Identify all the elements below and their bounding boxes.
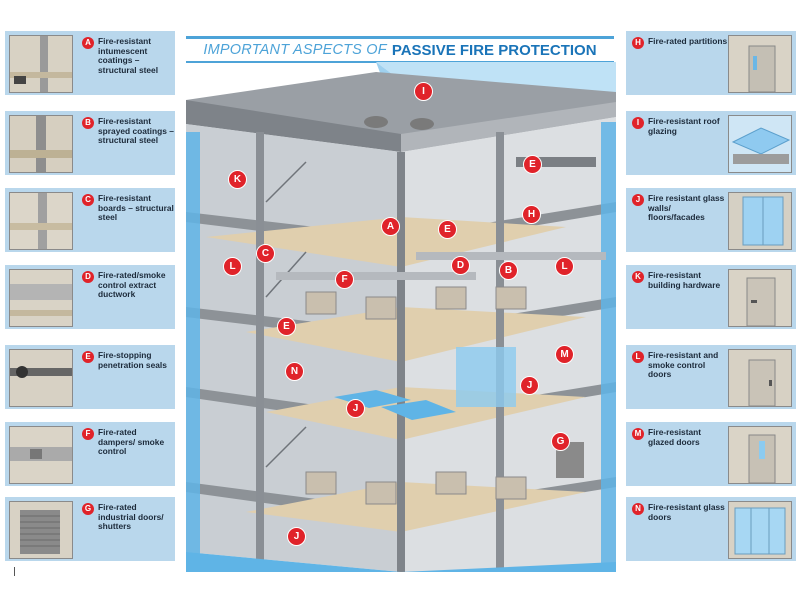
legend-badge-a: A [82,37,94,49]
legend-badge-l: L [632,351,644,363]
legend-card-a: A Fire-resistant intumescent coatings – … [5,31,175,95]
legend-text-e: Fire-stopping penetration seals [98,350,167,370]
legend-thumbnail-a [9,35,73,93]
legend-text-f: Fire-rated dampers/ smoke control [98,427,165,457]
legend-card-n: N Fire-resistant glass doors [626,497,796,561]
building-cutaway-illustration [186,62,616,572]
diagram-marker-k: K [228,170,247,189]
diagram-marker-m: M [555,345,574,364]
legend-card-e: E Fire-stopping penetration seals [5,345,175,409]
legend-card-j: J Fire resistant glass walls/ floors/fac… [626,188,796,252]
legend-thumbnail-g [9,501,73,559]
diagram-marker-n: N [285,362,304,381]
diagram-marker-j-right: J [520,376,539,395]
legend-card-l: L Fire-resistant and smoke control doors [626,345,796,409]
legend-badge-b: B [82,117,94,129]
legend-badge-d: D [82,271,94,283]
diagram-marker-e-mid: E [438,220,457,239]
legend-thumbnail-n [728,501,792,559]
legend-card-d: D Fire-rated/smoke control extract ductw… [5,265,175,329]
page-edge-mark [14,567,15,576]
legend-badge-e: E [82,351,94,363]
legend-badge-c: C [82,194,94,206]
legend-text-b: Fire-resistant sprayed coatings – struct… [98,116,174,146]
diagram-marker-b: B [499,261,518,280]
legend-thumbnail-k [728,269,792,327]
legend-thumbnail-d [9,269,73,327]
diagram-marker-c: C [256,244,275,263]
legend-badge-f: F [82,428,94,440]
legend-thumbnail-c [9,192,73,250]
diagram-marker-e-top: E [523,155,542,174]
legend-card-g: G Fire-rated industrial doors/ shutters [5,497,175,561]
legend-text-i: Fire-resistant roof glazing [648,116,720,136]
legend-text-h: Fire-rated partitions [648,36,728,46]
legend-badge-m: M [632,428,644,440]
diagram-marker-e-low: E [277,317,296,336]
legend-text-n: Fire-resistant glass doors [648,502,725,522]
legend-card-b: B Fire-resistant sprayed coatings – stru… [5,111,175,175]
legend-text-a: Fire-resistant intumescent coatings – st… [98,36,159,75]
legend-card-i: I Fire-resistant roof glazing [626,111,796,175]
legend-thumbnail-i [728,115,792,173]
legend-thumbnail-j [728,192,792,250]
legend-text-d: Fire-rated/smoke control extract ductwor… [98,270,166,300]
page-title: IMPORTANT ASPECTS OF PASSIVE FIRE PROTEC… [186,36,614,63]
diagram-marker-h: H [522,205,541,224]
legend-badge-g: G [82,503,94,515]
diagram-marker-l-right: L [555,257,574,276]
legend-badge-k: K [632,271,644,283]
legend-badge-j: J [632,194,644,206]
legend-text-k: Fire-resistant building hardware [648,270,721,290]
diagram-marker-a: A [381,217,400,236]
diagram-marker-j-floor: J [346,399,365,418]
diagram-marker-d: D [451,256,470,275]
legend-text-l: Fire-resistant and smoke control doors [648,350,719,380]
legend-text-g: Fire-rated industrial doors/ shutters [98,502,164,532]
diagram-marker-j-bottom: J [287,527,306,546]
diagram-marker-f: F [335,270,354,289]
legend-badge-n: N [632,503,644,515]
legend-thumbnail-b [9,115,73,173]
legend-card-h: H Fire-rated partitions [626,31,796,95]
legend-thumbnail-f [9,426,73,484]
legend-text-c: Fire-resistant boards – structural steel [98,193,174,223]
diagram-marker-g: G [551,432,570,451]
legend-thumbnail-m [728,426,792,484]
diagram-marker-i: I [414,82,433,101]
legend-card-c: C Fire-resistant boards – structural ste… [5,188,175,252]
legend-card-k: K Fire-resistant building hardware [626,265,796,329]
legend-thumbnail-e [9,349,73,407]
legend-thumbnail-l [728,349,792,407]
legend-badge-h: H [632,37,644,49]
diagram-marker-l-left: L [223,257,242,276]
legend-text-m: Fire-resistant glazed doors [648,427,702,447]
title-light-text: IMPORTANT ASPECTS OF [203,42,387,58]
legend-card-f: F Fire-rated dampers/ smoke control [5,422,175,486]
legend-badge-i: I [632,117,644,129]
legend-thumbnail-h [728,35,792,93]
title-bold-text: PASSIVE FIRE PROTECTION [391,41,597,59]
legend-card-m: M Fire-resistant glazed doors [626,422,796,486]
legend-text-j: Fire resistant glass walls/ floors/facad… [648,193,725,223]
